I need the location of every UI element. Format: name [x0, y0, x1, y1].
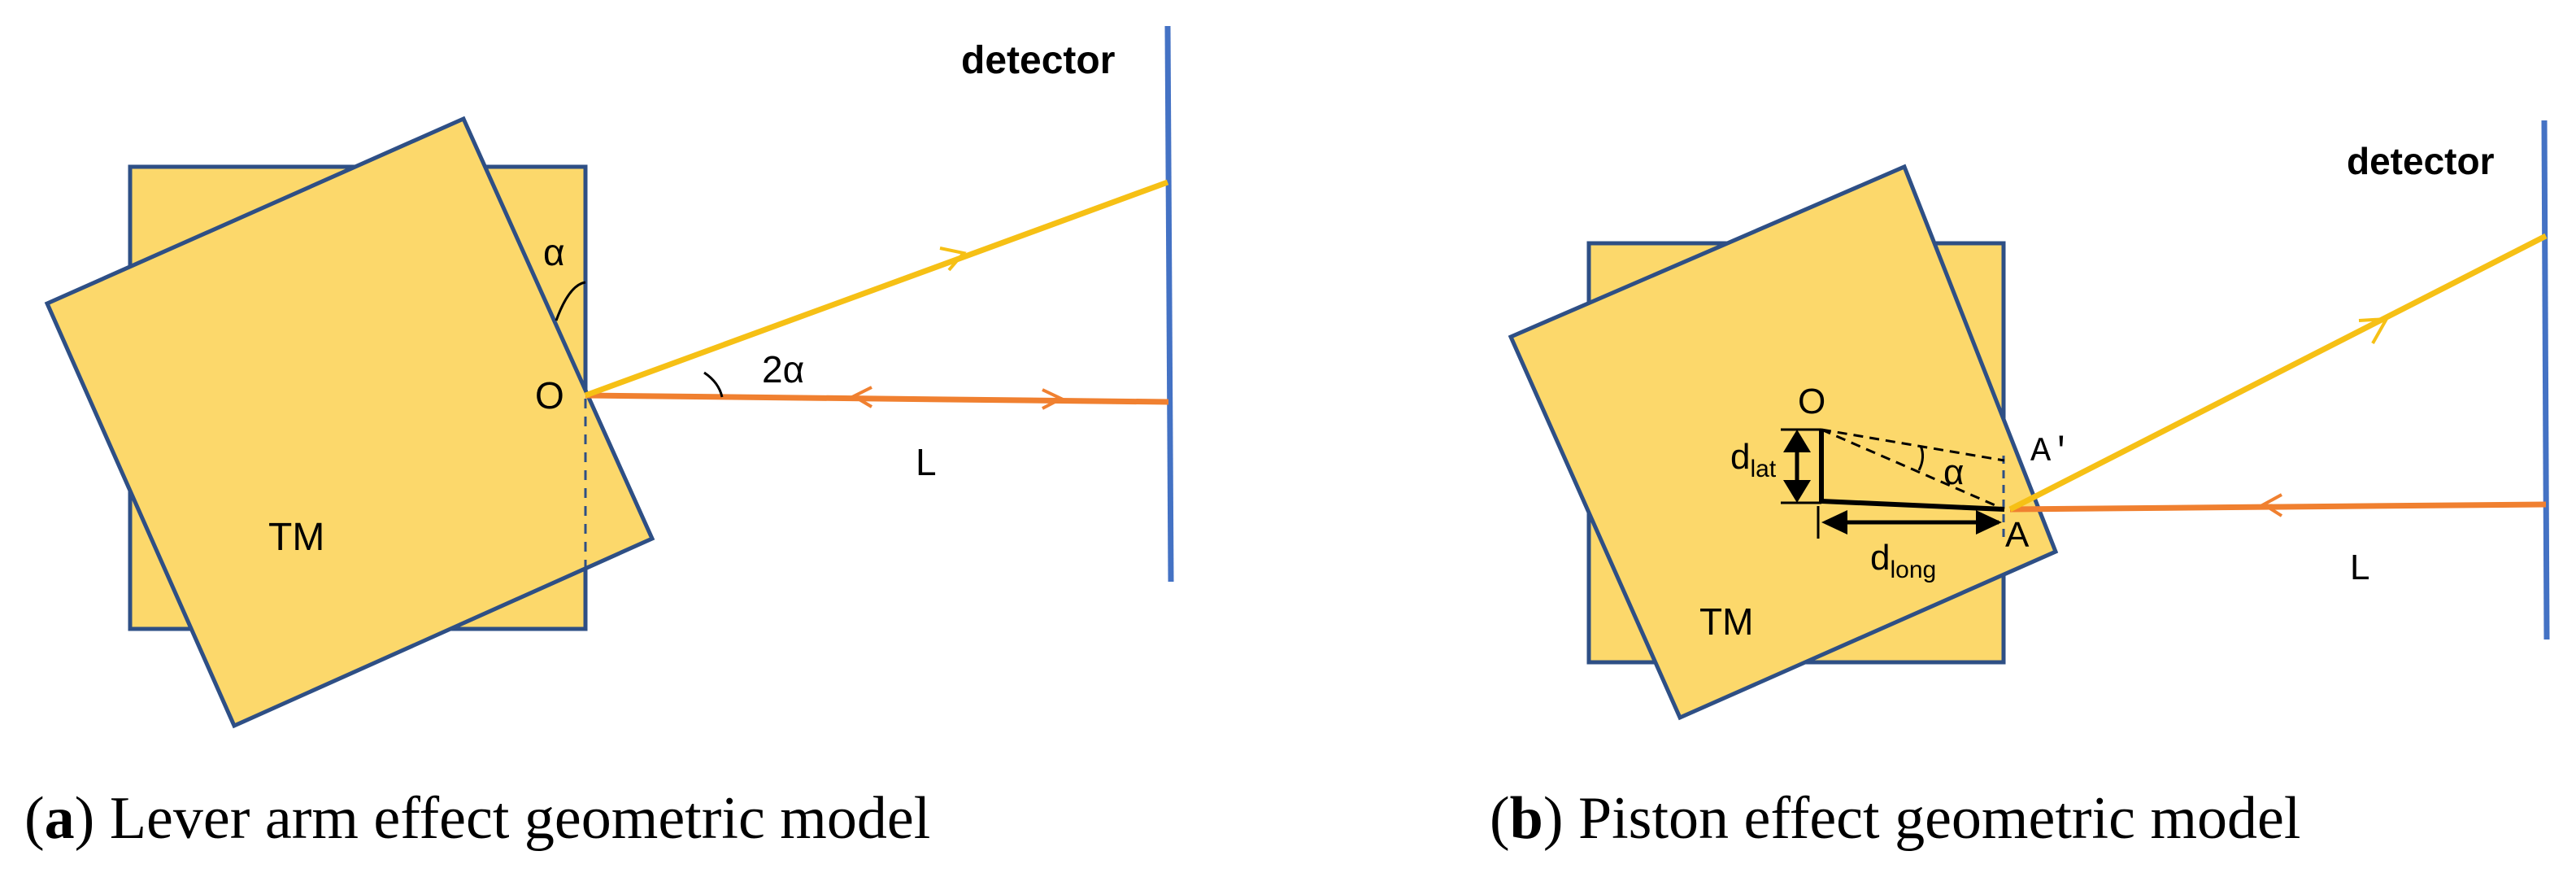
d-long-label: dlong: [1870, 538, 1936, 583]
incident-beam: [2009, 501, 2547, 513]
caption-b: (b) Piston effect geometric model: [1490, 785, 2300, 852]
point-a-prime-label: A': [2030, 432, 2071, 471]
distance-l-label: L: [916, 441, 937, 483]
reflected-beam: [2008, 233, 2548, 513]
distance-l-label: L: [2350, 548, 2369, 587]
dashed-line-o-a: [1821, 428, 2005, 511]
point-a-label: A: [2005, 515, 2030, 555]
alpha-label: α: [1943, 452, 1964, 492]
chevron-arrow-icon: [1042, 388, 1065, 410]
double-headed-arrow-icon: [1817, 506, 2002, 539]
detector-line: [2541, 120, 2550, 640]
detector-label: detector: [2347, 140, 2495, 182]
pivot-o-label: O: [535, 374, 564, 417]
alpha-angle-arc: [1917, 445, 1925, 471]
chevron-arrow-icon: [850, 386, 873, 408]
tm-rotated-square: [1508, 164, 2059, 721]
tm-rotated-square: [44, 116, 655, 729]
chevron-arrow-icon: [2261, 493, 2283, 517]
reflected-beam: [584, 179, 1169, 399]
pivot-o-label: O: [1798, 382, 1825, 421]
panel-a: detector α 2α O L TM: [44, 25, 1174, 729]
dashed-line-o-a-prime: [1821, 428, 2005, 462]
two-alpha-label: 2α: [762, 348, 804, 391]
chevron-arrow-icon: [2358, 316, 2390, 344]
detector-line: [1164, 25, 1174, 583]
alpha-angle-arc: [555, 281, 586, 321]
panel-b: detector O A' A α: [1508, 120, 2550, 721]
tm-label: TM: [268, 516, 324, 559]
d-lat-label: dlat: [1730, 437, 1777, 482]
double-headed-arrow-icon: [1781, 428, 1821, 504]
alpha-label: α: [543, 231, 565, 273]
chevron-arrow-icon: [939, 247, 967, 272]
detector-label: detector: [961, 39, 1115, 82]
tm-label: TM: [1699, 600, 1753, 643]
two-alpha-angle-arc: [703, 371, 724, 398]
base-line-to-a: [1821, 499, 2005, 512]
incident-beam: [585, 392, 1169, 405]
caption-a: (a) Lever arm effect geometric model: [24, 785, 930, 852]
